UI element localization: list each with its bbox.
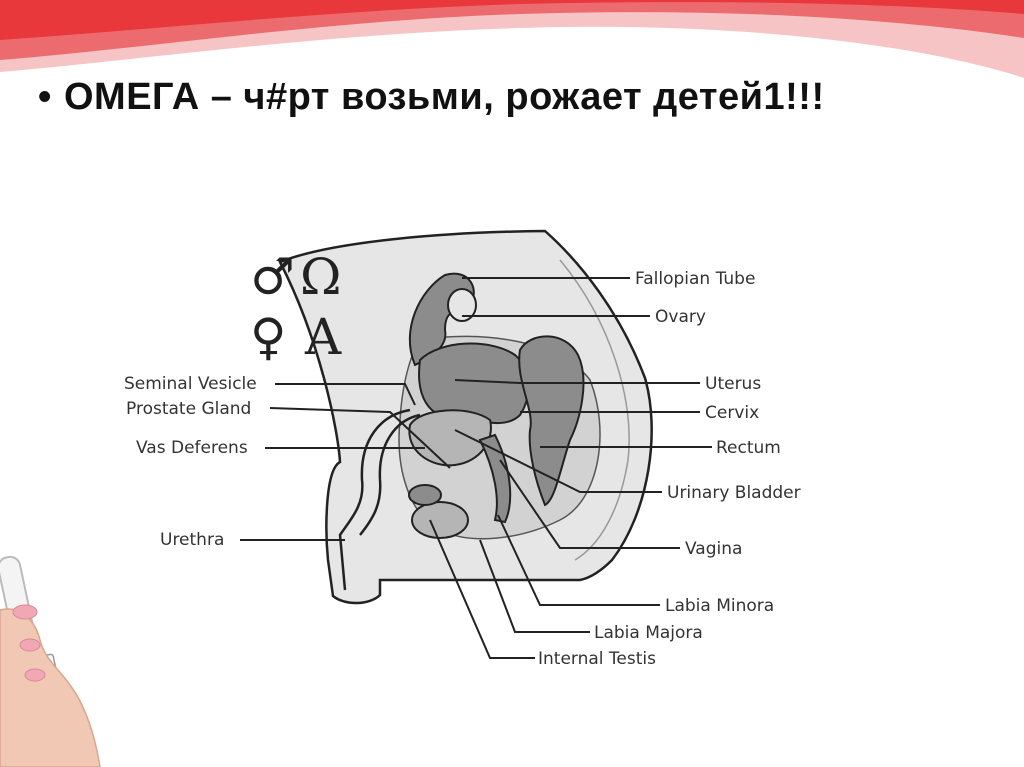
label-seminal-vesicle: Seminal Vesicle	[124, 374, 257, 394]
hand-pregnancy-test-image	[0, 550, 120, 767]
label-ovary: Ovary	[655, 307, 706, 327]
testis-shape	[412, 502, 468, 538]
label-fallopian-tube: Fallopian Tube	[635, 269, 755, 289]
female-symbol: ♀	[250, 308, 287, 366]
label-vas-deferens: Vas Deferens	[136, 438, 248, 458]
label-labia-minora: Labia Minora	[665, 596, 774, 616]
label-rectum: Rectum	[716, 438, 781, 458]
label-labia-majora: Labia Majora	[594, 623, 703, 643]
label-uterus: Uterus	[705, 374, 761, 394]
alpha-symbol: A	[304, 308, 342, 366]
label-internal-testis: Internal Testis	[538, 649, 656, 669]
label-vagina: Vagina	[685, 539, 742, 559]
label-urethra: Urethra	[160, 530, 224, 550]
label-urinary-bladder: Urinary Bladder	[667, 483, 801, 503]
male-symbol: ♂	[250, 248, 295, 306]
label-cervix: Cervix	[705, 403, 759, 423]
label-prostate-gland: Prostate Gland	[126, 399, 251, 419]
omega-symbol: Ω	[300, 248, 341, 306]
